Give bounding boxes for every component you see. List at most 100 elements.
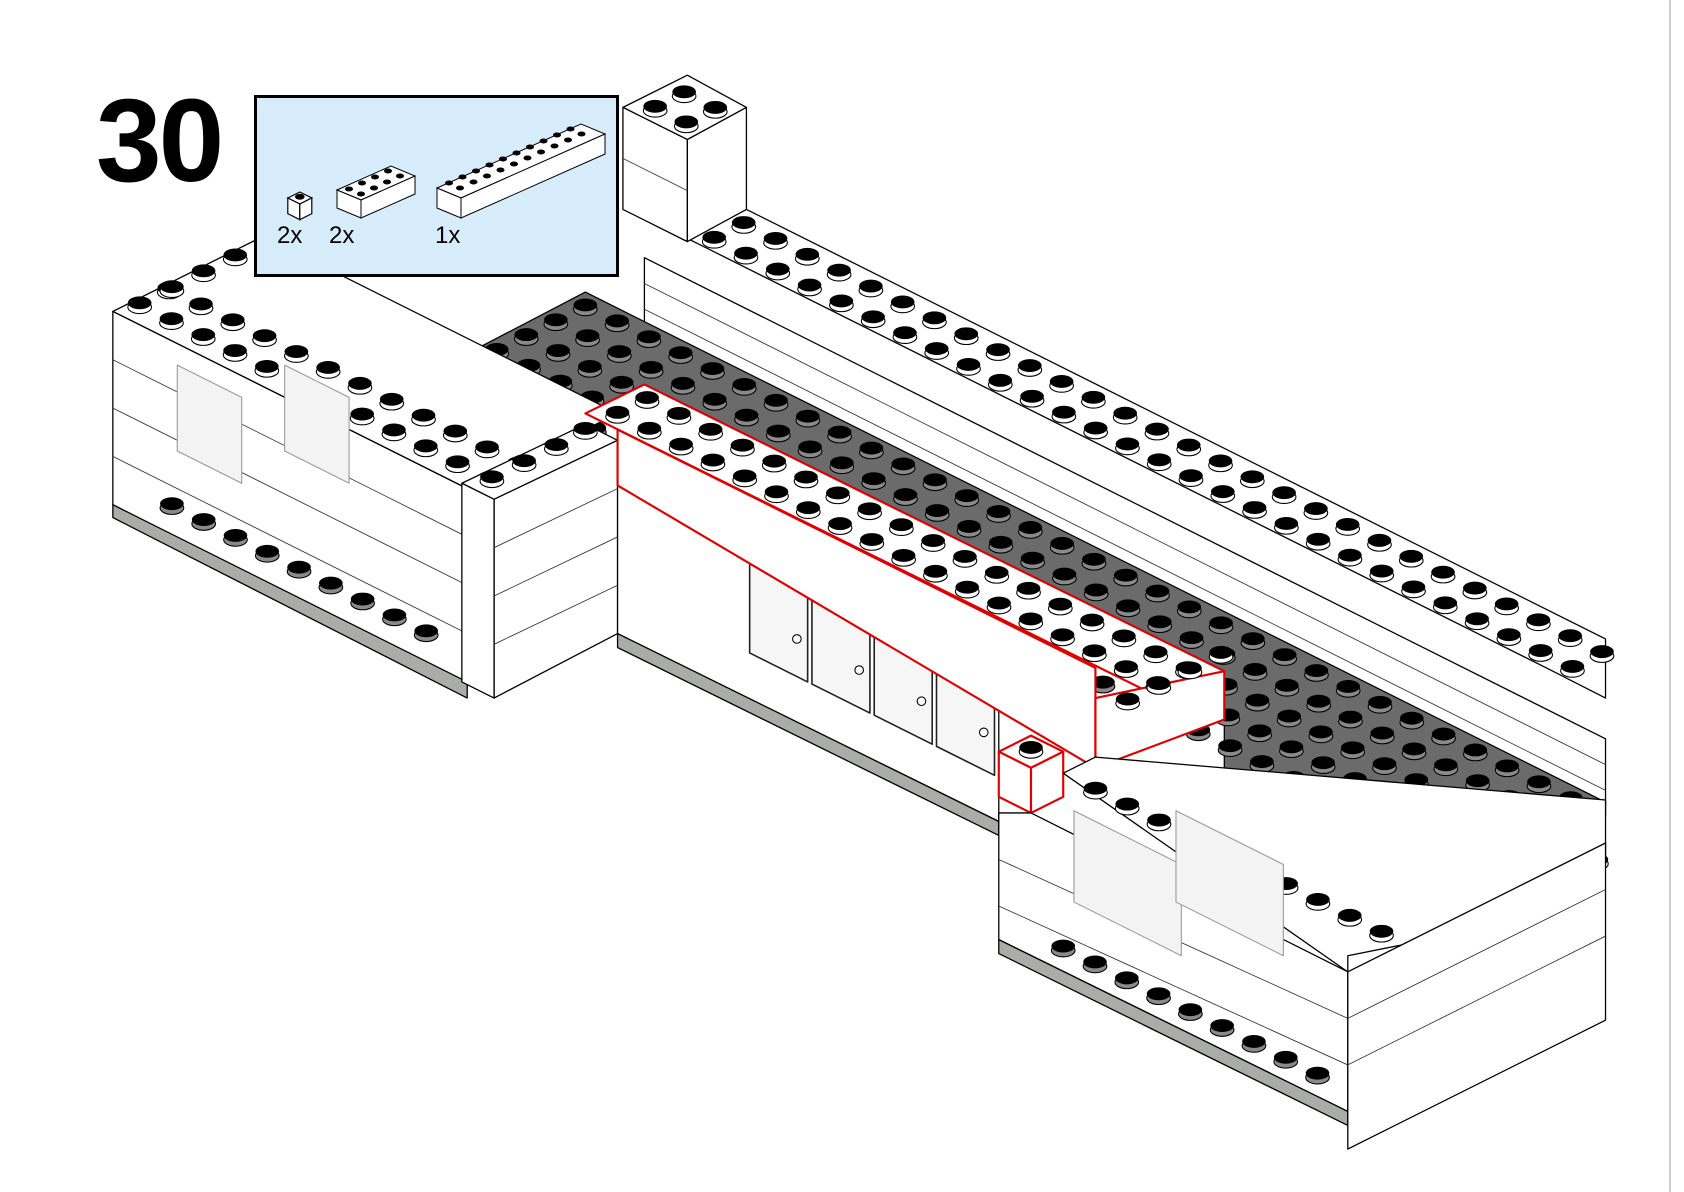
- stud-top: [1113, 406, 1137, 420]
- stud-top: [702, 392, 727, 406]
- right-end-face: [1347, 842, 1607, 1150]
- stud-top: [1402, 742, 1426, 756]
- stud-top: [1240, 470, 1265, 484]
- brick-seam: [493, 488, 618, 549]
- stud-top: [496, 167, 505, 173]
- stud-top: [553, 132, 561, 138]
- stud-top: [701, 453, 725, 467]
- stud-top: [794, 470, 818, 484]
- stud-top: [1463, 581, 1487, 595]
- stud-top: [924, 342, 949, 356]
- stud-top: [796, 409, 820, 423]
- stud-top: [1463, 743, 1488, 757]
- stud-top: [734, 246, 758, 260]
- stud-top: [861, 472, 886, 486]
- stud-top: [544, 313, 568, 327]
- stud-top: [1370, 726, 1395, 740]
- stud-top: [1277, 709, 1301, 723]
- corner-side: [461, 482, 495, 699]
- stud-top: [544, 438, 569, 452]
- stud-top: [1083, 781, 1108, 795]
- stud-top: [472, 168, 480, 174]
- stud-top: [765, 262, 790, 276]
- stud-top: [607, 345, 632, 359]
- stud-top: [1143, 645, 1168, 659]
- stud-top: [1306, 694, 1331, 708]
- stud-top: [1558, 629, 1583, 643]
- stud-top: [889, 518, 914, 532]
- stud-top: [1528, 644, 1553, 657]
- stud-top: [637, 330, 661, 344]
- stud-top: [510, 161, 518, 167]
- stud-top: [1404, 773, 1429, 787]
- door-knob: [978, 727, 989, 738]
- stud-top: [223, 528, 248, 542]
- stud-top: [1369, 564, 1394, 578]
- stud-top: [987, 596, 1011, 610]
- stud-top: [1016, 581, 1041, 595]
- stud-top: [189, 297, 213, 311]
- stud-top: [609, 375, 634, 389]
- stud-top: [1306, 893, 1330, 906]
- stud-top: [1369, 924, 1394, 938]
- stud-top: [1340, 741, 1365, 755]
- stud-top: [830, 456, 854, 470]
- stud-top: [1309, 725, 1333, 739]
- stud-top: [1338, 710, 1363, 724]
- stud-top: [1367, 533, 1392, 547]
- stud-top: [1305, 1066, 1330, 1080]
- stud-top: [986, 505, 1011, 519]
- stud-top: [986, 343, 1010, 357]
- stud-top: [923, 473, 947, 487]
- stud-top: [698, 422, 723, 436]
- door-knob: [792, 634, 802, 644]
- stud-top: [1526, 613, 1551, 627]
- stud-top: [984, 565, 1009, 579]
- stud-top: [1146, 677, 1171, 690]
- stud-top: [1336, 679, 1361, 693]
- stud-top: [796, 501, 821, 515]
- stud-top: [1527, 775, 1551, 789]
- stud-top: [160, 280, 184, 294]
- stud-top: [1465, 612, 1489, 626]
- stud-top: [1431, 727, 1456, 741]
- stud-top: [1560, 660, 1585, 673]
- stud-top: [255, 359, 279, 373]
- stud-top: [564, 137, 572, 143]
- stud-top: [764, 485, 789, 499]
- stud-top: [1210, 485, 1235, 499]
- stud-top: [732, 378, 757, 391]
- part-qty: 2x: [277, 222, 303, 249]
- stud-top: [1399, 549, 1424, 563]
- stud-top: [1082, 552, 1106, 566]
- stud-top: [1049, 374, 1074, 388]
- stud-top: [379, 392, 404, 406]
- stud-top: [573, 422, 598, 435]
- stud-top: [1052, 567, 1077, 581]
- stud-top: [1431, 565, 1455, 579]
- stud-top: [475, 440, 499, 454]
- stud-top: [539, 138, 548, 144]
- stud-top: [827, 263, 851, 277]
- stud-top: [674, 115, 699, 129]
- stud-top: [829, 294, 854, 308]
- brick-seam: [644, 283, 1606, 765]
- stud-top: [1465, 774, 1490, 788]
- stud-top: [1114, 660, 1138, 674]
- stud-top: [859, 441, 884, 455]
- stud-top: [1304, 664, 1329, 677]
- stud-top: [1115, 692, 1140, 706]
- stud-top: [223, 248, 248, 262]
- stud-top: [1146, 987, 1171, 1001]
- stud-top: [891, 457, 916, 471]
- stud-top: [1050, 628, 1075, 642]
- stud-top: [1218, 739, 1242, 753]
- stud-top: [1209, 616, 1233, 630]
- stud-top: [798, 440, 822, 454]
- stud-top: [458, 174, 467, 180]
- stud-top: [921, 534, 945, 548]
- stud-top: [956, 358, 981, 371]
- brick-seam: [1347, 889, 1606, 1019]
- stud-top: [1083, 955, 1107, 969]
- stud-top: [730, 438, 755, 452]
